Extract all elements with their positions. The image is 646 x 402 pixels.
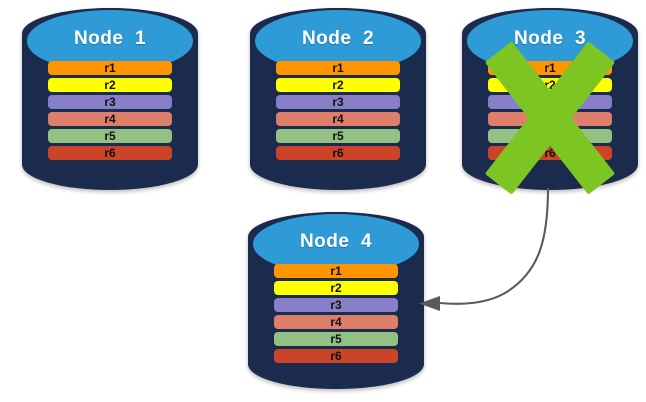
record-bar[interactable]: r3 [275, 95, 401, 109]
record-list: r1 r2 r3 r4 r5 r6 [47, 61, 173, 160]
record-list: r1 r2 r3 r4 r5 r6 [275, 61, 401, 160]
record-bar[interactable]: r6 [275, 146, 401, 160]
record-bar[interactable]: r1 [47, 61, 173, 75]
record-bar[interactable]: r2 [275, 78, 401, 92]
record-bar[interactable]: r1 [487, 61, 613, 75]
node-4[interactable]: Node 4 r1 r2 r3 r4 r5 r6 [248, 212, 424, 389]
record-bar[interactable]: r3 [487, 95, 613, 109]
record-bar[interactable]: r5 [273, 332, 399, 346]
record-bar[interactable]: r6 [487, 146, 613, 160]
record-bar[interactable]: r2 [487, 78, 613, 92]
record-bar[interactable]: r6 [273, 349, 399, 363]
record-bar[interactable]: r4 [47, 112, 173, 126]
record-bar[interactable]: r3 [273, 298, 399, 312]
record-list: r1 r2 r3 r4 r5 r6 [487, 61, 613, 160]
record-bar[interactable]: r2 [47, 78, 173, 92]
record-bar[interactable]: r5 [47, 129, 173, 143]
node-1[interactable]: Node 1 r1 r2 r3 r4 r5 r6 [22, 8, 198, 190]
record-bar[interactable]: r4 [487, 112, 613, 126]
record-bar[interactable]: r4 [273, 315, 399, 329]
record-bar[interactable]: r3 [47, 95, 173, 109]
record-list: r1 r2 r3 r4 r5 r6 [273, 264, 399, 363]
record-bar[interactable]: r6 [47, 146, 173, 160]
node-2[interactable]: Node 2 r1 r2 r3 r4 r5 r6 [250, 8, 426, 190]
node-3[interactable]: Node 3 r1 r2 r3 r4 r5 r6 [462, 8, 638, 190]
record-bar[interactable]: r1 [275, 61, 401, 75]
arrow-curve [439, 187, 550, 305]
record-bar[interactable]: r5 [275, 129, 401, 143]
record-bar[interactable]: r1 [273, 264, 399, 278]
record-bar[interactable]: r5 [487, 129, 613, 143]
record-bar[interactable]: r2 [273, 281, 399, 295]
record-bar[interactable]: r4 [275, 112, 401, 126]
